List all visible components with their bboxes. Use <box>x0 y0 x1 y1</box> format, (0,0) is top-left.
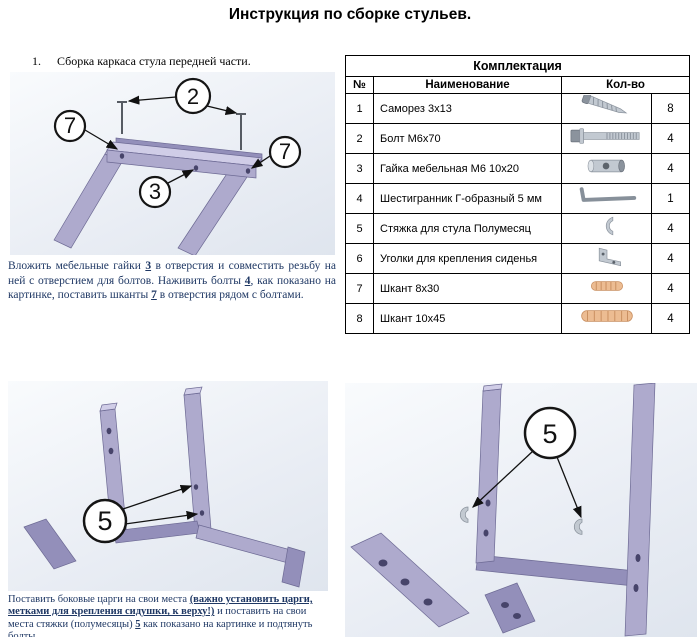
dowel-hole-left <box>119 153 125 159</box>
callout-nut-3-label: 3 <box>149 179 161 204</box>
col-header-name: Наименование <box>373 76 562 94</box>
instruction-2-text: Поставить боковые царги на свои места (в… <box>8 594 313 637</box>
bottom-rail <box>475 554 637 587</box>
barrel-nut-icon <box>587 159 625 173</box>
col-header-qty: Кол-во <box>561 76 690 94</box>
callout-arrows <box>122 485 199 525</box>
bolt-right <box>236 113 246 150</box>
part-qty: 4 <box>651 243 690 274</box>
front-frame-parts <box>53 137 263 255</box>
callout-halfmoon-5-label: 5 <box>542 419 557 449</box>
left-front-leg <box>53 153 123 249</box>
part-name: Болт М6х70 <box>373 123 562 154</box>
parts-table-row: 1 Саморез 3х13 8 <box>345 92 690 124</box>
step-1-text: Сборка каркаса стула передней части. <box>57 54 251 68</box>
part-number: 8 <box>345 303 374 334</box>
callout-dowel-7-left-label: 7 <box>64 113 76 138</box>
parts-table-row: 8 Шкант 10х45 4 <box>345 303 690 334</box>
callout-dowel-7-right: 7 <box>268 135 302 169</box>
step-1-number: 1. <box>32 54 41 68</box>
front-frame-assembly-diagram: 2 7 3 7 <box>10 72 335 255</box>
instruction-1-text: Вложить мебельные гайки 3 в отверстия и … <box>8 260 336 302</box>
callout-halfmoon-5: 5 <box>523 406 577 460</box>
callout-nut-3: 3 <box>138 175 172 209</box>
parts-table-header-row: № Наименование Кол-во <box>345 76 690 94</box>
parts-table: Комплектация № Наименование Кол-во 1 Сам… <box>345 55 690 334</box>
part-number: 7 <box>345 273 374 304</box>
right-front-leg <box>177 165 250 255</box>
callout-bolt-2-label: 2 <box>187 84 199 109</box>
callout-halfmoon-5-label: 5 <box>97 506 112 536</box>
parts-table-row: 3 Гайка мебельная М6 10х20 4 <box>345 153 690 184</box>
callout-halfmoon-5: 5 <box>82 498 128 544</box>
part-name: Гайка мебельная М6 10х20 <box>373 153 562 184</box>
short-rail-flat <box>484 582 536 634</box>
loose-leg <box>23 518 77 570</box>
half-moon-bracket-icon <box>605 216 613 236</box>
parts-table-row: 5 Стяжка для стула Полумесяц 4 <box>345 213 690 244</box>
half-moon-tie-left <box>459 506 469 523</box>
front-rail <box>106 149 257 179</box>
part-number: 4 <box>345 183 374 214</box>
dowel-small-icon <box>590 281 623 291</box>
part-name: Шкант 8х30 <box>373 273 562 304</box>
bolt-left <box>117 101 127 134</box>
part-number: 5 <box>345 213 374 244</box>
parts-table-row: 2 Болт М6х70 4 <box>345 123 690 154</box>
bolt-icon <box>570 128 640 144</box>
col-header-num: № <box>345 76 374 94</box>
part-number: 1 <box>345 93 374 124</box>
part-name: Шестигранник Г-образный 5 мм <box>373 183 562 214</box>
callout-bolt-2: 2 <box>174 77 212 115</box>
part-name: Стяжка для стула Полумесяц <box>373 213 562 244</box>
screw-icon <box>581 92 627 114</box>
nut-hole <box>193 165 199 171</box>
part-qty: 8 <box>651 93 690 124</box>
side-rail-flat <box>350 532 470 628</box>
dowel-hole-right <box>245 168 251 174</box>
callout-dowel-7-left: 7 <box>53 109 87 143</box>
part-qty: 4 <box>651 273 690 304</box>
callout-arrows <box>84 95 271 184</box>
rear-post-right <box>183 392 212 532</box>
side-frame-parts <box>23 386 306 588</box>
parts-table-row: 4 Шестигранник Г-образный 5 мм 1 <box>345 183 690 214</box>
part-number: 3 <box>345 153 374 184</box>
right-back-post <box>624 383 656 637</box>
part-name: Саморез 3х13 <box>373 93 562 124</box>
part-number: 6 <box>345 243 374 274</box>
dowel-large-icon <box>580 310 633 322</box>
callout-arrows <box>472 450 582 519</box>
left-back-post <box>475 388 502 564</box>
step-1-heading: 1. Сборка каркаса стула передней части. <box>32 54 251 69</box>
half-moon-tie-right <box>573 518 583 535</box>
front-leg <box>281 546 306 588</box>
part-qty: 4 <box>651 303 690 334</box>
part-qty: 4 <box>651 123 690 154</box>
part-name: Шкант 10х45 <box>373 303 562 334</box>
parts-table-row: 6 Уголки для крепления сиденья 4 <box>345 243 690 274</box>
parts-table-title: Комплектация <box>345 55 690 77</box>
side-frame-assembly-diagram: 5 <box>8 381 328 591</box>
parts-table-title-row: Комплектация <box>345 55 690 77</box>
callout-dowel-7-right-label: 7 <box>279 139 291 164</box>
part-name: Уголки для крепления сиденья <box>373 243 562 274</box>
part-qty: 1 <box>651 183 690 214</box>
hex-key-icon <box>579 187 636 202</box>
rear-frame-assembly-diagram: 5 <box>345 383 697 637</box>
corner-bracket-icon <box>598 247 621 267</box>
part-qty: 4 <box>651 153 690 184</box>
parts-table-row: 7 Шкант 8х30 4 <box>345 273 690 304</box>
rear-frame-parts <box>350 383 656 637</box>
part-number: 2 <box>345 123 374 154</box>
page-title: Инструкция по сборке стульев. <box>228 6 472 23</box>
part-qty: 4 <box>651 213 690 244</box>
